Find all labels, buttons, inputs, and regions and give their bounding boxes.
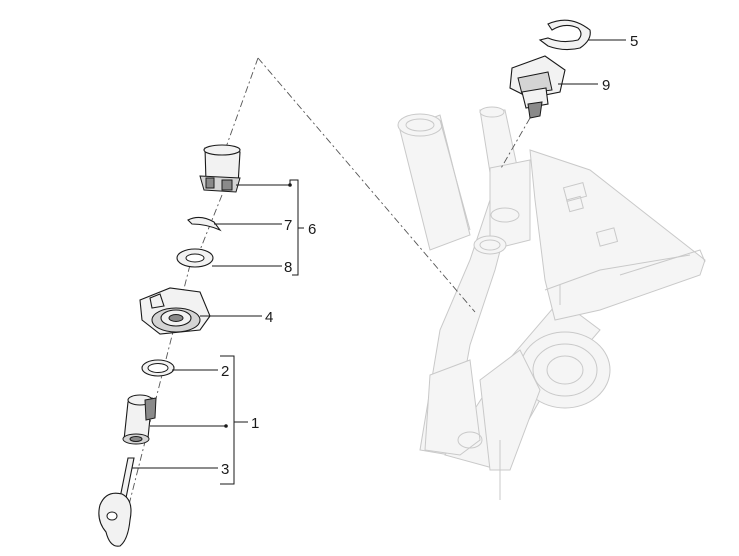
callout-6: 6: [308, 221, 316, 238]
callout-8: 8: [284, 259, 292, 276]
callout-2: 2: [221, 363, 229, 380]
callout-7: 7: [284, 217, 292, 234]
lock-head-part: [199, 144, 241, 193]
cover-cap-part: [509, 55, 566, 119]
o-ring-part: [141, 359, 175, 377]
lock-housing-part: [139, 287, 211, 335]
callout-1: 1: [251, 415, 259, 432]
callout-5: 5: [630, 33, 638, 50]
callout-labels: 5 9 7 6 8 4 2 1 3: [221, 33, 638, 478]
washer-part: [176, 248, 214, 268]
lock-barrel-part: [122, 394, 157, 445]
leader-lines: [132, 39, 626, 485]
retaining-clip-part: [538, 19, 591, 51]
callout-9: 9: [602, 77, 610, 94]
spring-clip-part: [187, 216, 222, 232]
key-part: [98, 457, 135, 547]
callout-4: 4: [265, 309, 273, 326]
callout-3: 3: [221, 461, 229, 478]
background-frame-ghost: [397, 106, 706, 500]
